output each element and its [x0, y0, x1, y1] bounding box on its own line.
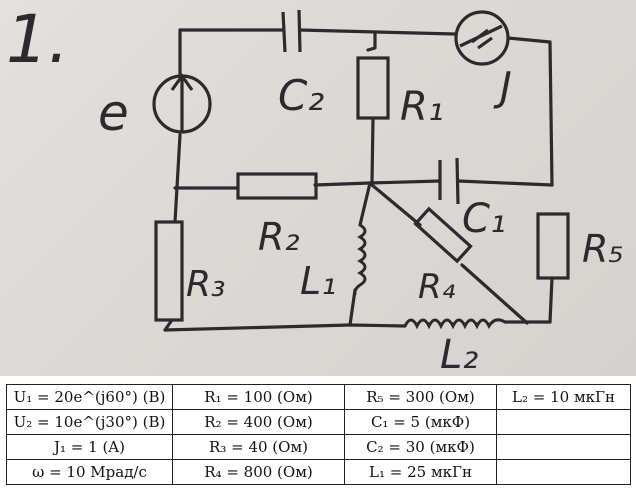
resistor-r5 — [536, 212, 570, 280]
label-c2: C₂ — [278, 71, 324, 120]
capacitor-c2 — [281, 9, 302, 53]
table-row: ω = 10 Мрад/c R₄ = 800 (Ом) L₁ = 25 мкГн — [6, 459, 631, 485]
wire-bottom — [163, 323, 352, 332]
label-l1: L₁ — [300, 259, 336, 303]
resistor-r3 — [154, 220, 184, 322]
label-r1: R₁ — [400, 84, 444, 130]
param-l2: L₂ = 10 мкГн — [496, 384, 631, 410]
param-r2: R₂ = 400 (Ом) — [172, 409, 345, 435]
param-empty — [496, 459, 631, 485]
param-r3: R₃ = 40 (Ом) — [172, 434, 345, 460]
param-r1: R₁ = 100 (Ом) — [172, 384, 345, 410]
label-problem-number: 1. — [6, 1, 69, 78]
wire-diag-lower — [460, 263, 529, 325]
label-r4: R₄ — [418, 267, 456, 307]
wire-r1-bottom — [370, 116, 375, 185]
table-row: U₂ = 10e^(j30°) (B) R₂ = 400 (Ом) C₁ = 5… — [6, 409, 631, 435]
wire-mid-c1-left — [368, 179, 442, 185]
param-empty — [496, 409, 631, 435]
table-row: U₁ = 20e^(j60°) (B) R₁ = 100 (Ом) R₅ = 3… — [6, 384, 631, 410]
wire-mid-r2-right — [313, 181, 372, 187]
wire-right-lower — [548, 276, 554, 324]
wire-right-upper — [548, 40, 554, 187]
label-source-e: e — [98, 84, 129, 142]
param-u1: U₁ = 20e^(j60°) (B) — [6, 384, 173, 410]
param-u2: U₂ = 10e^(j30°) (B) — [6, 409, 173, 435]
wire-diag — [370, 183, 422, 227]
param-r5: R₅ = 300 (Ом) — [344, 384, 497, 410]
resistor-r4 — [413, 206, 473, 264]
wire-left-lower — [163, 318, 174, 332]
param-c2: C₂ = 30 (мкФ) — [344, 434, 497, 460]
wire-left-mid — [173, 133, 182, 224]
wire-top-mid — [298, 28, 457, 36]
param-j1: J₁ = 1 (A) — [6, 434, 173, 460]
resistor-r1 — [356, 56, 390, 120]
parameters-table: U₁ = 20e^(j60°) (B) R₁ = 100 (Ом) R₅ = 3… — [6, 384, 631, 485]
wire-l1-top — [358, 181, 372, 227]
param-r4: R₄ = 800 (Ом) — [172, 459, 345, 485]
label-r2: R₂ — [258, 215, 300, 259]
label-l2: L₂ — [440, 332, 478, 376]
wire-l2-left — [348, 323, 407, 328]
label-c1: C₁ — [462, 196, 506, 242]
param-omega: ω = 10 Мрад/c — [6, 459, 173, 485]
param-l1: L₁ = 25 мкГн — [344, 459, 497, 485]
wire-top-right — [506, 36, 552, 44]
param-c1: C₁ = 5 (мкФ) — [344, 409, 497, 435]
circuit-photo: 1. e C₂ R₁ J R₂ C₁ R₅ R₃ L₁ R₄ L₂ — [0, 0, 636, 376]
label-r3: R₃ — [186, 264, 225, 305]
label-r5: R₅ — [582, 227, 624, 271]
circuit-schematic: 1. e C₂ R₁ J R₂ C₁ R₅ R₃ L₁ R₄ L₂ — [6, 1, 624, 376]
current-source-j — [454, 10, 510, 66]
wire-mid-c1-right — [456, 179, 554, 187]
wire-r1-top — [366, 32, 377, 52]
voltage-source-e — [152, 73, 212, 134]
table-row: J₁ = 1 (A) R₃ = 40 (Ом) C₂ = 30 (мкФ) — [6, 434, 631, 460]
inductor-l2 — [403, 318, 506, 330]
inductor-l1 — [353, 223, 367, 296]
param-empty — [496, 434, 631, 460]
resistor-r2 — [236, 172, 318, 200]
label-current-source-j: J — [493, 64, 512, 110]
capacitor-c1 — [438, 157, 460, 205]
wire-l1-bottom — [348, 288, 357, 327]
